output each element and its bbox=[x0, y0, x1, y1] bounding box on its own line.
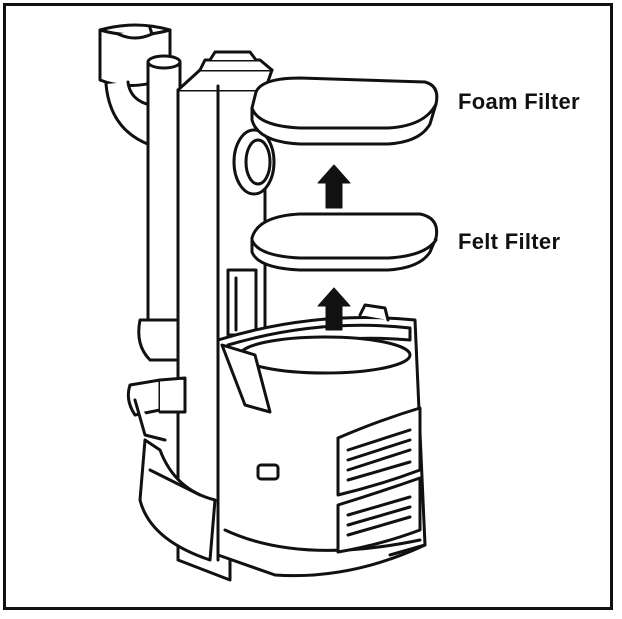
felt-filter bbox=[250, 212, 439, 272]
arrow-up-icon bbox=[317, 164, 351, 209]
side-port bbox=[232, 128, 276, 196]
base-stand bbox=[138, 438, 217, 562]
felt-filter-label: Felt Filter bbox=[458, 229, 561, 254]
figure-frame bbox=[3, 3, 613, 610]
foam-filter bbox=[250, 76, 439, 146]
wand-tube bbox=[137, 54, 187, 362]
handle-cap bbox=[98, 23, 172, 147]
foam-filter-label: Foam Filter bbox=[458, 89, 580, 114]
vent-grille-lower bbox=[336, 476, 422, 554]
arrow-up-icon bbox=[317, 287, 351, 331]
side-knob bbox=[126, 376, 187, 442]
vent-grille-upper bbox=[336, 406, 422, 497]
